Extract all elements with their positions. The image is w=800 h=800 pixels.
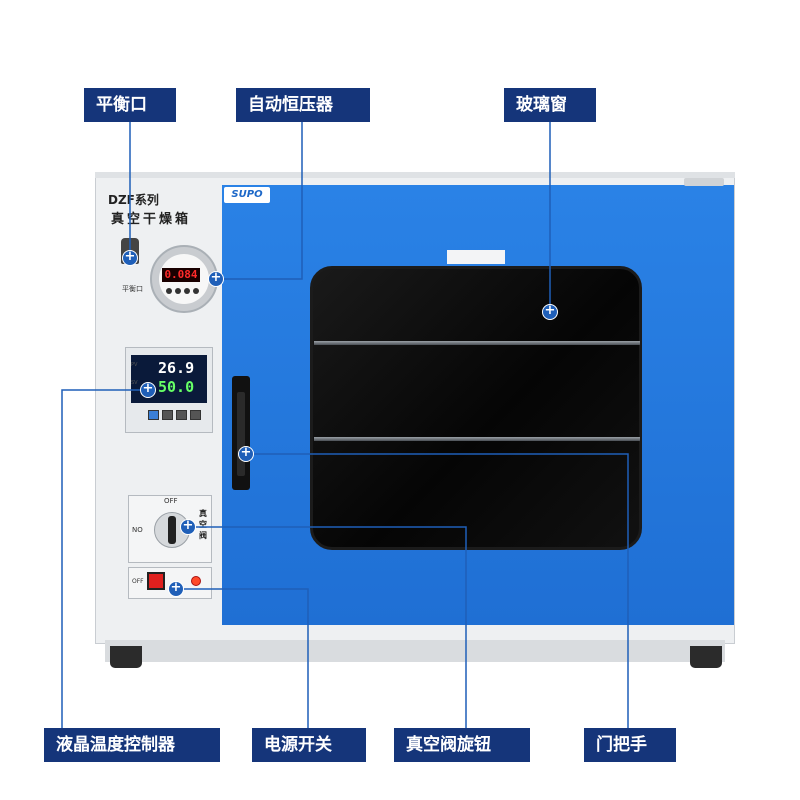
lcd-sv-tag: SV <box>131 380 138 386</box>
power-off-label: OFF <box>132 578 144 585</box>
leader-lcd-controller <box>61 389 148 728</box>
left-foot <box>110 646 142 668</box>
lcd-key <box>190 410 201 420</box>
lcd-sv-value: 50.0 <box>158 378 195 396</box>
door-hinge <box>684 178 724 186</box>
callout-power-switch: 电源开关 <box>252 728 366 762</box>
lcd-pv-value: 26.9 <box>158 359 195 377</box>
series-label: DZF系列 <box>108 193 159 207</box>
door-sticker <box>447 250 505 264</box>
pressure-gauge-display: 0.084 <box>162 268 200 282</box>
oven-top-edge <box>95 172 735 178</box>
gauge-button <box>166 288 172 294</box>
valve-off-label: OFF <box>164 497 178 505</box>
leader-power-switch <box>176 588 309 728</box>
glass-window-marker: + <box>542 304 558 320</box>
callout-vacuum-valve: 真空阀旋钮 <box>394 728 530 762</box>
valve-name-label: 真空阀 <box>199 509 207 540</box>
upper-shelf <box>314 341 640 345</box>
oven-base <box>105 640 725 662</box>
right-foot <box>690 646 722 668</box>
callout-glass-window: 玻璃窗 <box>504 88 596 122</box>
callout-door-handle: 门把手 <box>584 728 676 762</box>
vacuum-valve-grip <box>168 516 176 544</box>
brand-logo: SUPO <box>224 187 270 203</box>
valve-on-label: NO <box>132 526 143 534</box>
callout-balance-port: 平衡口 <box>84 88 176 122</box>
vacuum-valve-marker: + <box>180 519 196 535</box>
power-switch-marker: + <box>168 581 184 597</box>
lcd-controller-marker: + <box>140 382 156 398</box>
gauge-button <box>184 288 190 294</box>
gauge-button <box>175 288 181 294</box>
callout-pressure-gauge: 自动恒压器 <box>236 88 370 122</box>
balance-port-marker: + <box>122 250 138 266</box>
leader-pressure-gauge <box>216 120 303 280</box>
door-handle-marker: + <box>238 446 254 462</box>
lcd-pv-tag: PV <box>131 362 138 368</box>
lcd-key <box>148 410 159 420</box>
door-handle-grip <box>237 392 245 476</box>
power-switch <box>147 572 165 590</box>
power-indicator-light <box>191 576 201 586</box>
leader-door-handle <box>246 453 629 728</box>
lower-shelf <box>314 437 640 441</box>
callout-lcd-controller: 液晶温度控制器 <box>44 728 220 762</box>
gauge-button <box>193 288 199 294</box>
leader-vacuum-valve <box>188 526 467 728</box>
glass-window <box>310 266 642 550</box>
lcd-key <box>176 410 187 420</box>
pressure-gauge-marker: + <box>208 271 224 287</box>
lcd-key <box>162 410 173 420</box>
balance-port-label: 平衡口 <box>122 285 143 293</box>
